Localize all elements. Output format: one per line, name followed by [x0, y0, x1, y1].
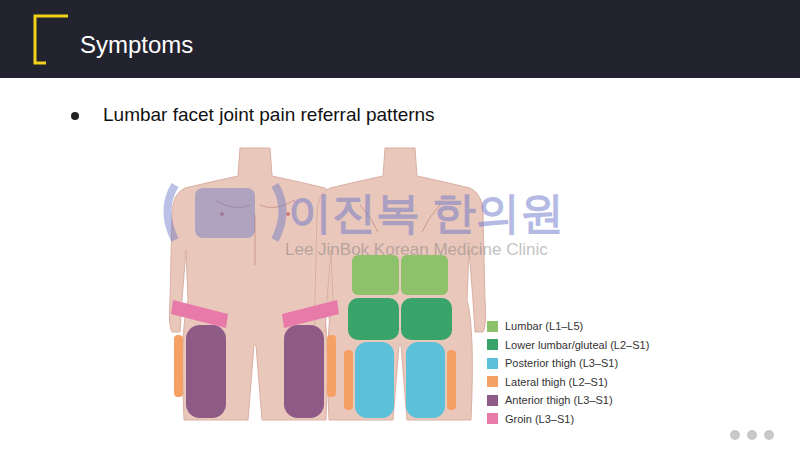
legend-entry: Groin (L3–S1)	[487, 413, 574, 425]
anterior-thigh-region	[186, 325, 226, 418]
watermark-text: 이진복 한의원	[288, 184, 564, 243]
legend-entry: Anterior thigh (L3–S1)	[487, 394, 613, 406]
slide-title: Symptoms	[80, 31, 193, 59]
gluteal-region	[401, 298, 452, 340]
bullet-text: Lumbar facet joint pain referral pattern…	[103, 104, 435, 126]
legend-swatch	[487, 395, 498, 406]
lumbar-region	[401, 255, 448, 295]
lumbar-region	[352, 255, 399, 295]
legend-swatch	[487, 321, 498, 332]
legend-swatch	[487, 339, 498, 350]
page-dot	[730, 430, 740, 440]
lateral-thigh-region	[174, 335, 183, 397]
legend-entry: Lumbar (L1–L5)	[487, 320, 583, 332]
posterior-thigh-region	[355, 342, 394, 418]
legend-text: Lumbar (L1–L5)	[505, 320, 583, 332]
legend-swatch	[487, 358, 498, 369]
lateral-thigh-region	[344, 350, 353, 410]
lateral-thigh-region	[327, 335, 336, 397]
page-dot	[764, 430, 774, 440]
legend-entry: Lateral thigh (L2–S1)	[487, 376, 608, 388]
header-bracket	[35, 16, 68, 63]
page-dot	[747, 430, 757, 440]
legend-swatch	[487, 413, 498, 424]
legend-swatch	[487, 376, 498, 387]
legend-text: Groin (L3–S1)	[505, 413, 574, 425]
legend-entry: Posterior thigh (L3–S1)	[487, 357, 618, 369]
watermark-subtitle: Lee JinBok Korean Medicine Clinic	[285, 240, 548, 260]
posterior-thigh-region	[406, 342, 445, 418]
groin-region	[171, 300, 228, 328]
gluteal-region	[348, 298, 399, 340]
legend-text: Lateral thigh (L2–S1)	[505, 376, 608, 388]
legend-text: Posterior thigh (L3–S1)	[505, 357, 618, 369]
lateral-thigh-region	[447, 350, 456, 410]
legend-text: Lower lumbar/gluteal (L2–S1)	[505, 339, 649, 351]
legend-entry: Lower lumbar/gluteal (L2–S1)	[487, 339, 649, 351]
legend-text: Anterior thigh (L3–S1)	[505, 394, 613, 406]
header-bar	[0, 0, 800, 78]
watermark-logo	[168, 185, 283, 240]
groin-region	[282, 300, 339, 328]
bullet-dot	[71, 112, 79, 120]
anterior-thigh-region	[284, 325, 324, 418]
